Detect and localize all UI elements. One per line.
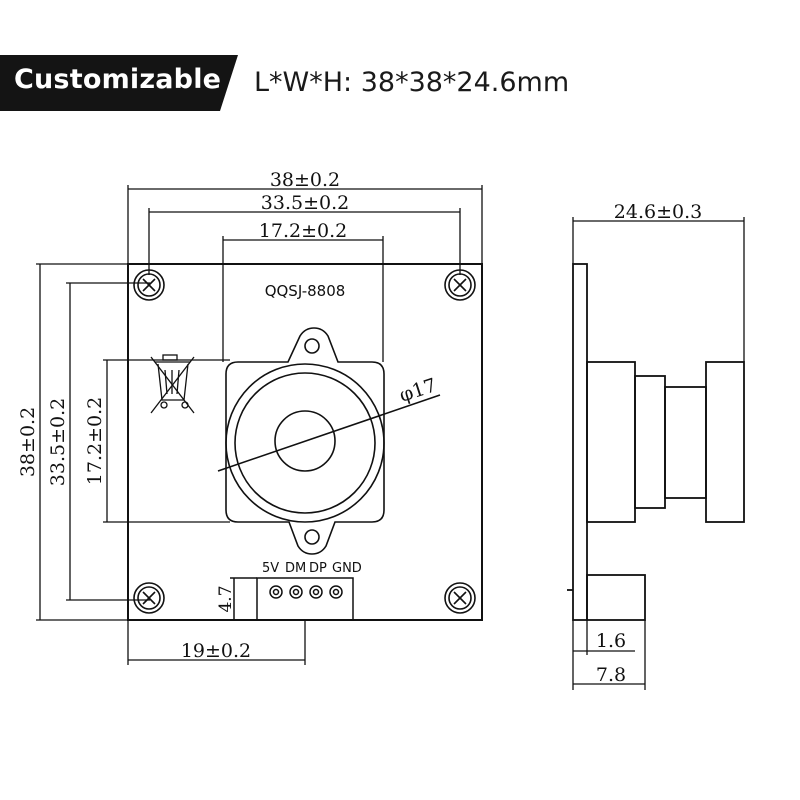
dim-board: 1.6 <box>596 630 626 652</box>
badge-label: Customizable <box>14 64 222 95</box>
customizable-badge: Customizable <box>0 55 238 111</box>
dim-height-lines <box>36 263 230 621</box>
dim-height-total: 38±0.2 <box>17 407 39 477</box>
dim-width-total: 38±0.2 <box>270 169 340 191</box>
lens-holder <box>217 327 441 555</box>
dim-connector-offset: 19±0.2 <box>181 640 251 662</box>
side-dim-lines <box>572 217 745 690</box>
mounting-holes <box>133 269 476 614</box>
dim-width-lines <box>127 185 483 362</box>
pin-gnd: GND <box>332 561 362 576</box>
dim-lens-holder-w: 17.2±0.2 <box>259 220 347 242</box>
dim-depth: 24.6±0.3 <box>614 201 702 223</box>
side-view <box>567 263 745 621</box>
dim-connector: 7.8 <box>596 664 626 686</box>
dim-connector-offset-lines <box>127 620 306 665</box>
trash-bin-icon <box>150 354 195 414</box>
dimension-spec: L*W*H: 38*38*24.6mm <box>254 67 570 98</box>
dim-hole-spacing-v: 33.5±0.2 <box>47 398 69 486</box>
dim-hole-spacing-h: 33.5±0.2 <box>261 192 349 214</box>
lens-diameter: φ17 <box>397 374 439 407</box>
header-bar: Customizable L*W*H: 38*38*24.6mm <box>0 55 800 115</box>
pin-dp: DP <box>309 561 327 576</box>
dim-lens-holder-h: 17.2±0.2 <box>84 397 106 485</box>
pin-5v: 5V <box>262 561 279 576</box>
dim-connector-h: 4.7 <box>216 585 236 612</box>
pin-dm: DM <box>285 561 306 576</box>
model-label: QQSJ-8808 <box>265 282 346 300</box>
pin-connector <box>230 577 354 621</box>
